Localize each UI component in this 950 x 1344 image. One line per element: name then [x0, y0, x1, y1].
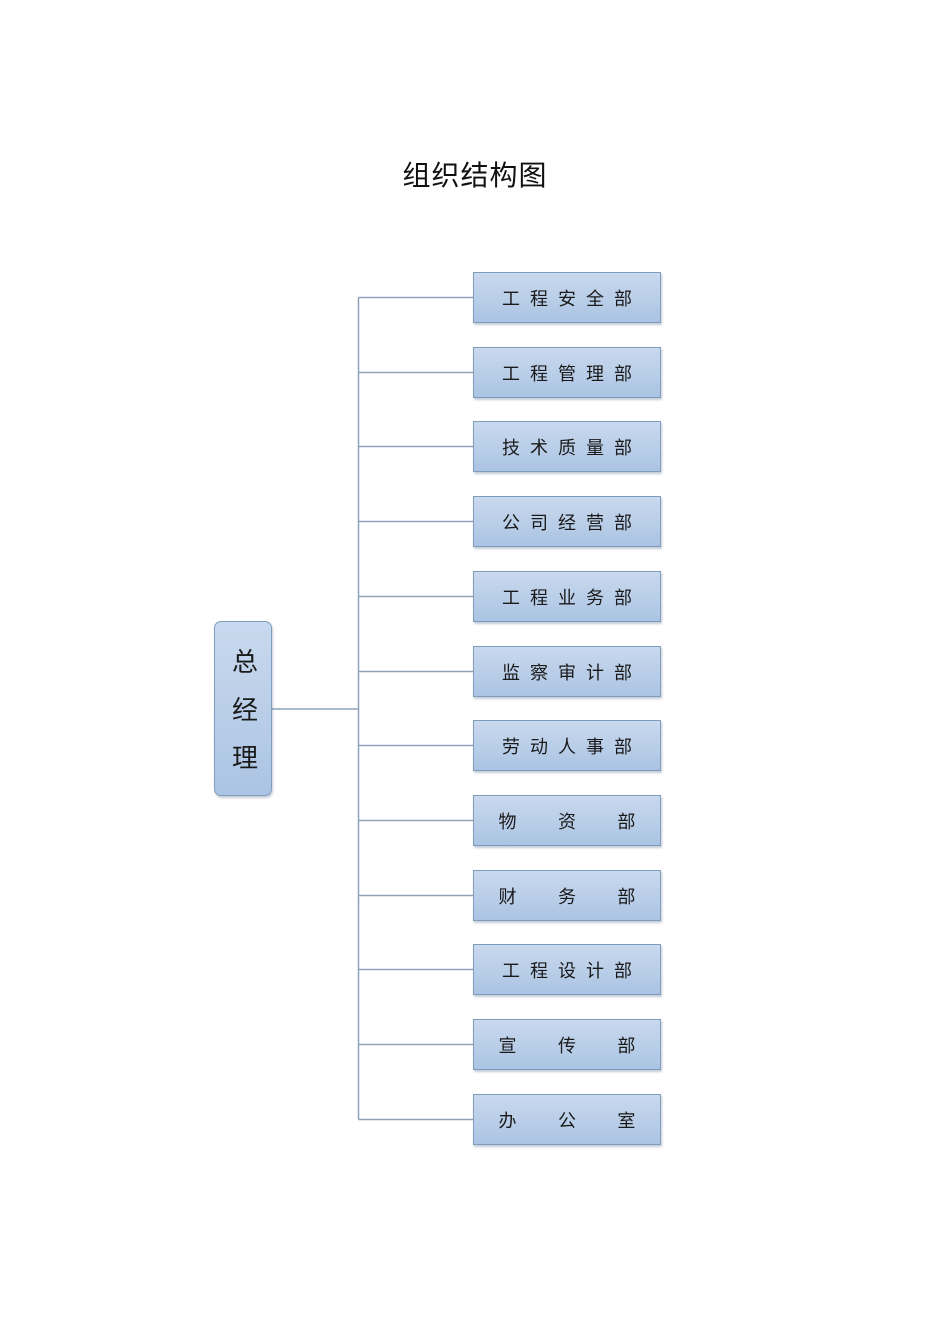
department-label: 工程安全部	[502, 288, 642, 310]
department-label: 公司经营部	[502, 512, 642, 534]
department-label: 工程设计部	[502, 960, 642, 982]
department-label: 技术质量部	[502, 437, 642, 459]
department-node: 公司经营部	[473, 496, 661, 547]
department-node: 工程业务部	[473, 571, 661, 622]
department-node: 宣 传 部	[473, 1019, 661, 1070]
department-label: 财 务 部	[498, 886, 646, 908]
department-node: 工程管理部	[473, 347, 661, 398]
department-label: 办 公 室	[498, 1110, 646, 1132]
root-node-general-manager: 总经理	[214, 621, 272, 796]
department-node: 财 务 部	[473, 870, 661, 921]
department-node: 工程安全部	[473, 272, 661, 323]
page-title: 组织结构图	[402, 159, 548, 192]
root-node-label: 总经理	[227, 647, 258, 792]
department-node: 工程设计部	[473, 944, 661, 995]
department-label: 劳动人事部	[502, 736, 642, 758]
department-node: 物 资 部	[473, 795, 661, 846]
department-label: 物 资 部	[498, 811, 646, 833]
department-node: 技术质量部	[473, 421, 661, 472]
department-label: 工程管理部	[502, 363, 642, 385]
department-label: 工程业务部	[502, 587, 642, 609]
department-label: 宣 传 部	[498, 1035, 646, 1057]
department-node: 劳动人事部	[473, 720, 661, 771]
department-node: 监察审计部	[473, 646, 661, 697]
department-label: 监察审计部	[502, 662, 642, 684]
department-node: 办 公 室	[473, 1094, 661, 1145]
